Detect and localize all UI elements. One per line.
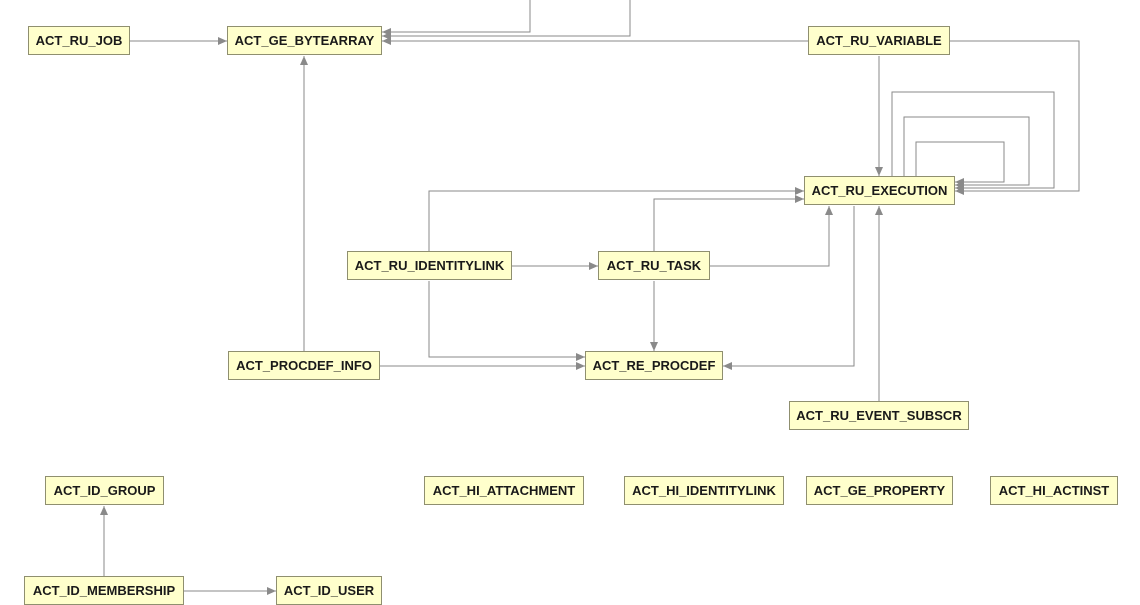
table-act-ru-identitylink[interactable]: ACT_RU_IDENTITYLINK — [347, 251, 512, 280]
connector-execution-to-procdef — [723, 206, 855, 367]
table-act-hi-identitylink[interactable]: ACT_HI_IDENTITYLINK — [624, 476, 784, 505]
table-act-re-procdef[interactable]: ACT_RE_PROCDEF — [585, 351, 723, 380]
table-act-id-group[interactable]: ACT_ID_GROUP — [45, 476, 164, 505]
arrowhead — [576, 353, 585, 361]
arrowhead — [267, 587, 276, 595]
arrowhead — [576, 362, 585, 370]
connector-identitylink-to-procdef — [428, 281, 585, 358]
arrowhead — [382, 37, 391, 45]
connector-task-to-execution-top — [653, 198, 804, 251]
table-act-ru-execution[interactable]: ACT_RU_EXECUTION — [804, 176, 955, 205]
connector-identitylink-to-execution — [428, 190, 804, 251]
arrowhead — [795, 195, 804, 203]
arrowhead — [100, 506, 108, 515]
arrowhead — [589, 262, 598, 270]
connector-task-to-execution-right — [710, 206, 830, 267]
connector-execution-self-loop-inner — [915, 141, 1005, 183]
arrowhead — [723, 362, 732, 370]
connector-offscreen-a-to-bytearray — [382, 0, 531, 33]
arrowhead — [795, 187, 804, 195]
table-act-ru-variable[interactable]: ACT_RU_VARIABLE — [808, 26, 950, 55]
arrowhead — [875, 206, 883, 215]
table-act-id-user[interactable]: ACT_ID_USER — [276, 576, 382, 605]
table-act-ru-event-subscr[interactable]: ACT_RU_EVENT_SUBSCR — [789, 401, 969, 430]
table-act-ge-bytearray[interactable]: ACT_GE_BYTEARRAY — [227, 26, 382, 55]
arrowhead — [650, 342, 658, 351]
table-act-procdef-info[interactable]: ACT_PROCDEF_INFO — [228, 351, 380, 380]
connector-variable-to-execution-loop — [950, 40, 1080, 192]
arrowhead — [955, 178, 964, 186]
table-act-hi-attachment[interactable]: ACT_HI_ATTACHMENT — [424, 476, 584, 505]
connector-offscreen-b-to-bytearray — [382, 0, 631, 37]
arrowhead — [300, 56, 308, 65]
table-act-ru-task[interactable]: ACT_RU_TASK — [598, 251, 710, 280]
connector-execution-self-loop-middle — [903, 116, 1030, 186]
arrowhead — [875, 167, 883, 176]
arrowhead — [825, 206, 833, 215]
table-act-ge-property[interactable]: ACT_GE_PROPERTY — [806, 476, 953, 505]
connector-execution-self-loop-outer — [891, 91, 1055, 189]
table-act-id-membership[interactable]: ACT_ID_MEMBERSHIP — [24, 576, 184, 605]
table-act-hi-actinst[interactable]: ACT_HI_ACTINST — [990, 476, 1118, 505]
table-act-ru-job[interactable]: ACT_RU_JOB — [28, 26, 130, 55]
arrowhead — [218, 37, 227, 45]
